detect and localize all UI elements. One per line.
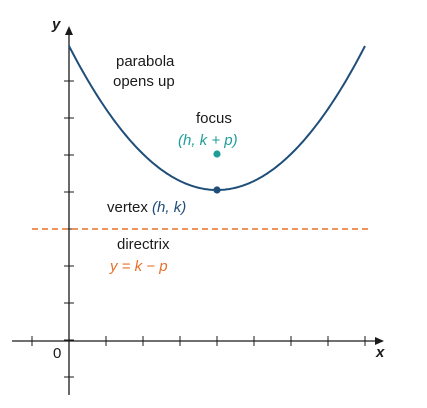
vertex-coordinates: (h, k): [152, 199, 186, 216]
vertex-prefix: vertex: [107, 199, 152, 216]
directrix-equation: y = k − p: [109, 258, 168, 275]
focus-title: focus: [196, 110, 232, 127]
y-axis-label: y: [51, 16, 61, 33]
focus-point: [213, 150, 221, 158]
vertex-point: [213, 186, 221, 194]
directrix-title: directrix: [117, 236, 170, 253]
x-axis-ticks: [31, 336, 366, 346]
parabola-label-line1: parabola: [116, 53, 175, 70]
parabola-label-line2: opens up: [113, 73, 175, 90]
vertex-label: vertex (h, k): [107, 199, 186, 216]
x-axis-label: x: [375, 344, 385, 361]
y-axis-ticks: [64, 80, 74, 378]
origin-label: 0: [53, 345, 61, 362]
focus-coordinates: (h, k + p): [178, 132, 238, 149]
